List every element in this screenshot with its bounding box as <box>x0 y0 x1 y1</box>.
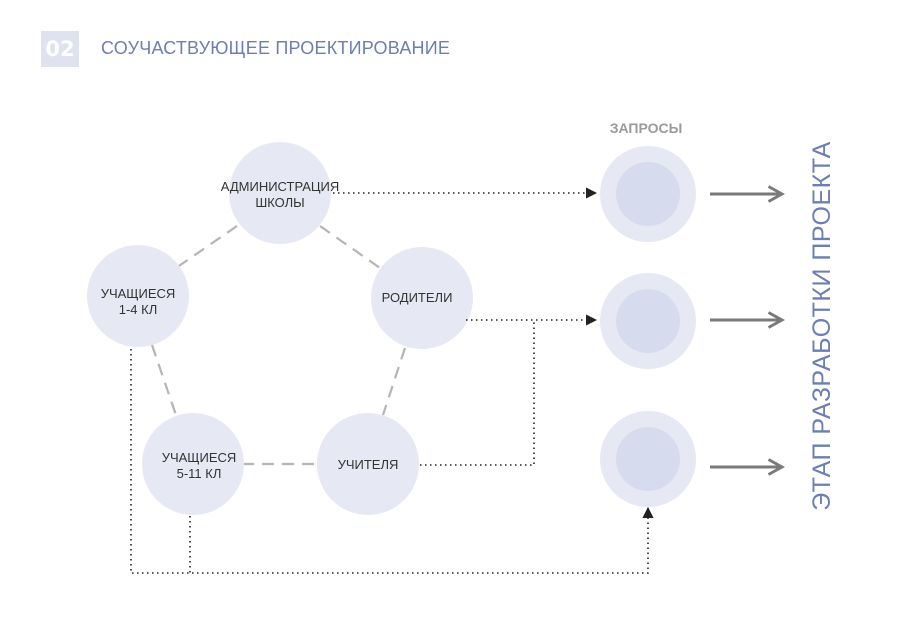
label-students-5-11-line1: УЧАЩИЕСЯ <box>162 450 237 465</box>
label-teachers: УЧИТЕЛЯ <box>338 457 399 472</box>
request-node-1-core <box>616 162 680 226</box>
label-administration-line1: АДМИНИСТРАЦИЯ <box>221 179 340 194</box>
link-students14-students511 <box>150 344 178 416</box>
request-flows <box>130 187 654 574</box>
stakeholder-nodes <box>87 142 473 515</box>
node-administration <box>229 142 331 244</box>
project-stage-label: ЭТАП РАЗРАБОТКИ ПРОЕКТА <box>808 141 836 511</box>
page-title: СОУЧАСТВУЮЩЕЕ ПРОЕКТИРОВАНИЕ <box>101 38 451 58</box>
section-number-badge: 02 <box>41 31 79 67</box>
request-node-2-core <box>616 289 680 353</box>
request-node-3-core <box>616 427 680 491</box>
request-nodes <box>600 146 696 507</box>
link-admin-students14 <box>175 225 238 269</box>
node-teachers <box>317 413 419 515</box>
requests-label: ЗАПРОСЫ <box>610 120 683 136</box>
stakeholder-links <box>150 225 407 466</box>
label-parents: РОДИТЕЛИ <box>382 290 453 305</box>
output-arrows <box>710 194 782 467</box>
label-students-1-4-line2: 1-4 КЛ <box>119 302 158 317</box>
node-students-1-4 <box>87 245 189 347</box>
label-students-5-11-line2: 5-11 КЛ <box>177 466 222 481</box>
label-students-1-4-line1: УЧАЩИЕСЯ <box>101 286 176 301</box>
label-administration-line2: ШКОЛЫ <box>255 195 304 210</box>
link-admin-parents <box>319 225 381 269</box>
node-students-5-11 <box>142 413 244 515</box>
flow-teachers-to-request2 <box>420 320 535 466</box>
node-parents <box>371 247 473 349</box>
link-parents-teachers <box>381 347 407 416</box>
